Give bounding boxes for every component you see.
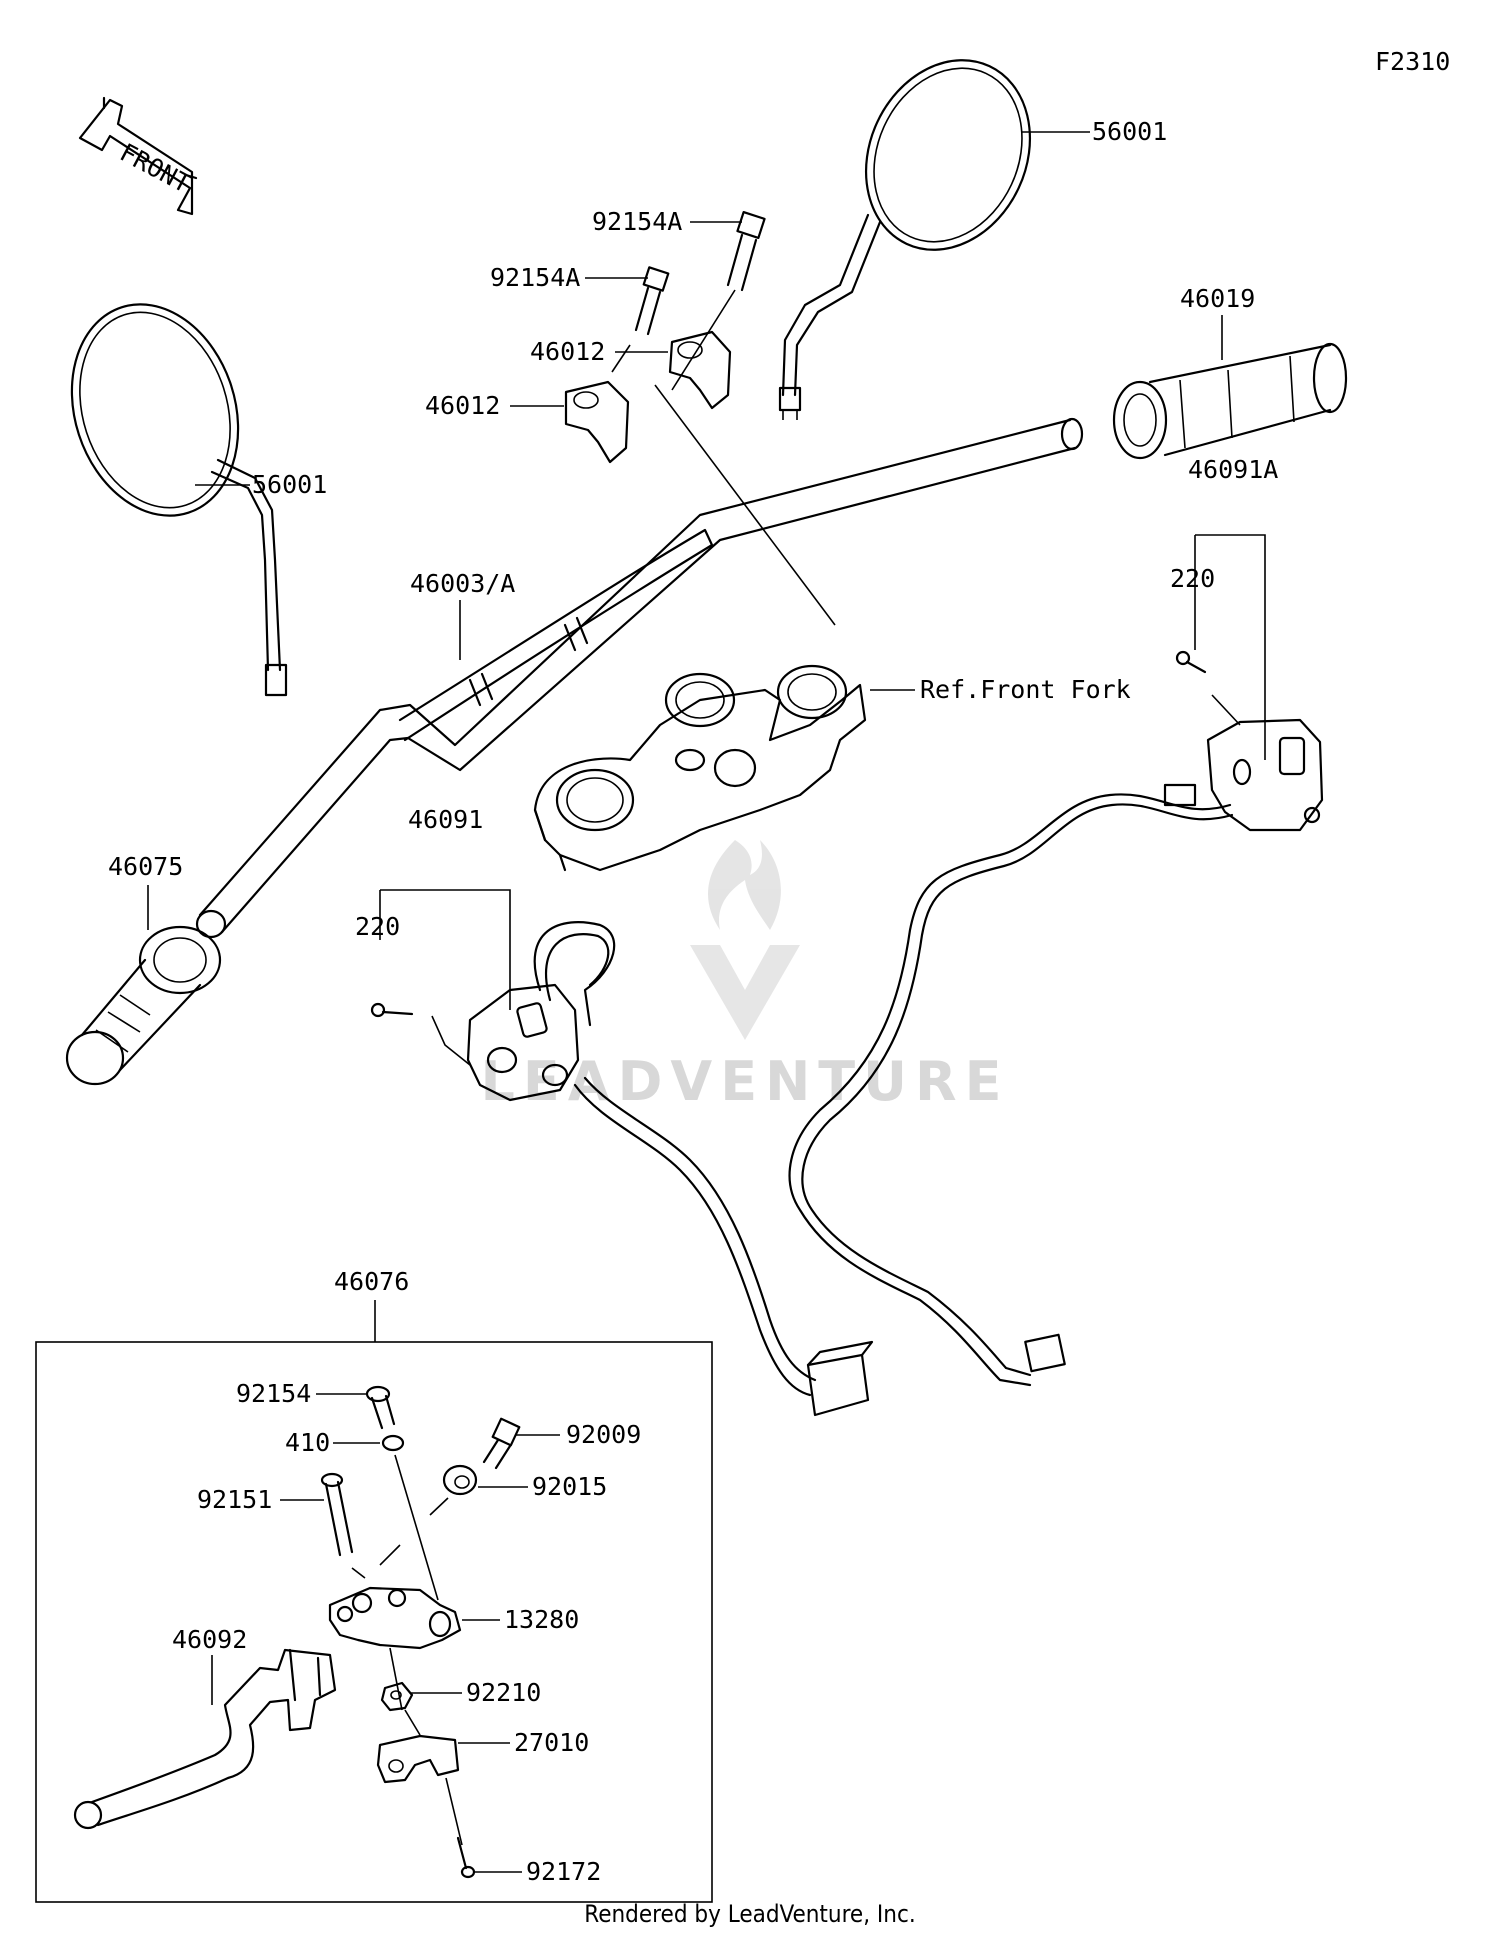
callout-screw-92172: 92172 <box>526 1857 601 1886</box>
grip-left <box>65 925 222 1086</box>
bolt-92154a-upper <box>726 210 766 292</box>
callout-switch-left: 46091 <box>408 805 483 834</box>
callout-bolt-92151: 92151 <box>197 1485 272 1514</box>
callout-holder-13280: 13280 <box>504 1605 579 1634</box>
callout-switch-right: 46091A <box>1188 455 1278 484</box>
callout-grip-right: 46019 <box>1180 284 1255 313</box>
callout-screw-left: 220 <box>355 912 400 941</box>
grip-right <box>1112 342 1348 460</box>
washer-410 <box>381 1434 405 1452</box>
switch-housing-left <box>466 983 580 1102</box>
diagram-id: F2310 <box>1375 47 1450 76</box>
callout-bolt-a2: 92154A <box>490 263 580 292</box>
handlebar-holder-lower <box>564 380 630 464</box>
callout-lever-assy: 46076 <box>334 1267 409 1296</box>
lever-46092 <box>73 1648 337 1830</box>
watermark-text: LEADVENTURE <box>481 1050 1010 1113</box>
front-arrow: FRONT <box>78 96 198 216</box>
screw-220-right <box>1175 650 1207 674</box>
ref-front-fork: Ref.Front Fork <box>920 675 1131 704</box>
footer-credit: Rendered by LeadVenture, Inc. <box>584 1900 916 1928</box>
watermark-logo <box>690 840 800 1040</box>
nut-92210 <box>380 1681 414 1712</box>
callout-bolt-a1: 92154A <box>592 207 682 236</box>
lever-holder-13280 <box>328 1586 462 1650</box>
bolt-92151 <box>320 1472 354 1557</box>
callout-holder-2: 46012 <box>425 391 500 420</box>
callout-handlebar: 46003/A <box>410 569 515 598</box>
callout-holder-1: 46012 <box>530 337 605 366</box>
screw-92172 <box>456 1836 476 1879</box>
grommet-92015 <box>442 1464 478 1496</box>
callout-screw-92009: 92009 <box>566 1420 641 1449</box>
switch-housing-right <box>1206 718 1324 832</box>
handlebar <box>195 417 1084 939</box>
callout-grip-left: 46075 <box>108 852 183 881</box>
screw-220-left <box>370 1002 414 1018</box>
callout-mirror-right: 56001 <box>1092 117 1167 146</box>
callout-washer-410: 410 <box>285 1428 330 1457</box>
bolt-92154 <box>365 1385 396 1430</box>
mirror-left <box>70 303 288 697</box>
cable-left <box>533 921 874 1417</box>
mirror-right <box>778 59 1032 420</box>
lever-assembly-box <box>35 1341 713 1903</box>
callout-screw-right: 220 <box>1170 564 1215 593</box>
callout-clamp-27010: 27010 <box>514 1728 589 1757</box>
handlebar-holder-upper <box>668 330 732 410</box>
screw-92009 <box>482 1417 521 1470</box>
callout-nut-92210: 92210 <box>466 1678 541 1707</box>
cable-right <box>788 783 1234 1387</box>
callout-lever-46092: 46092 <box>172 1625 247 1654</box>
bolt-92154a-lower <box>634 266 670 336</box>
callout-mirror-left: 56001 <box>252 470 327 499</box>
clamp-27010 <box>376 1734 460 1784</box>
callout-bolt-92154: 92154 <box>236 1379 311 1408</box>
callout-grommet-92015: 92015 <box>532 1472 607 1501</box>
triple-clamp <box>533 664 867 872</box>
